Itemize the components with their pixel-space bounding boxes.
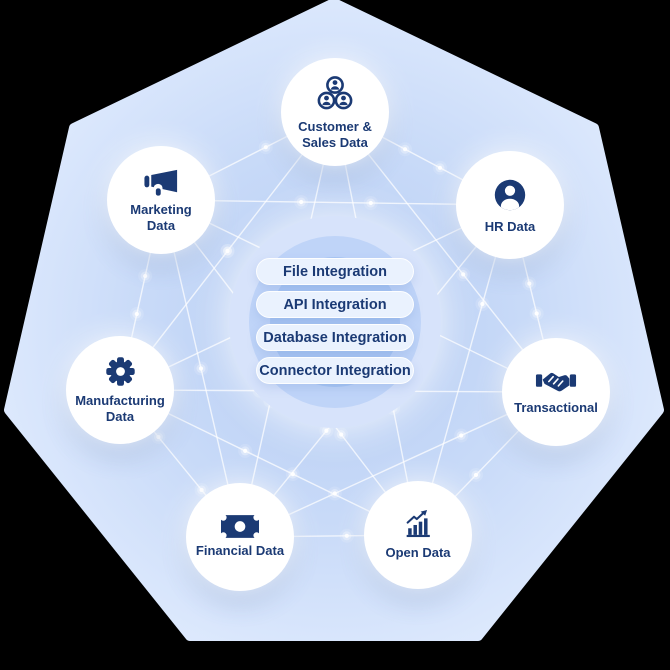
node-label: Open Data	[385, 545, 451, 561]
pill-file-integration[interactable]: File Integration	[256, 258, 414, 285]
handshake-icon	[535, 368, 577, 395]
node-label: HR Data	[484, 218, 536, 234]
node-label: Manufacturing Data	[75, 393, 165, 424]
pill-connector-integration[interactable]: Connector Integration	[256, 357, 414, 384]
banknote-icon	[220, 514, 260, 539]
users-group-icon	[315, 74, 355, 114]
node-hr-data[interactable]: HR Data	[456, 151, 564, 259]
pill-api-integration[interactable]: API Integration	[256, 291, 414, 318]
node-label: Marketing Data	[130, 201, 192, 233]
node-transactional[interactable]: Transactional	[502, 338, 610, 446]
node-label: Customer & Sales Data	[298, 118, 372, 150]
node-manufacturing-data[interactable]: Manufacturing Data	[66, 336, 174, 444]
bar-chart-growth-icon	[401, 509, 435, 540]
node-label: Transactional	[514, 400, 598, 416]
node-label: Financial Data	[195, 543, 285, 559]
gear-icon	[104, 355, 137, 388]
node-open-data[interactable]: Open Data	[364, 481, 472, 589]
user-circle-icon	[491, 176, 529, 214]
pill-database-integration[interactable]: Database Integration	[256, 324, 414, 351]
node-customer-sales-data[interactable]: Customer & Sales Data	[281, 58, 389, 166]
node-financial-data[interactable]: Financial Data	[186, 483, 294, 591]
megaphone-icon	[142, 167, 181, 197]
node-marketing-data[interactable]: Marketing Data	[107, 146, 215, 254]
